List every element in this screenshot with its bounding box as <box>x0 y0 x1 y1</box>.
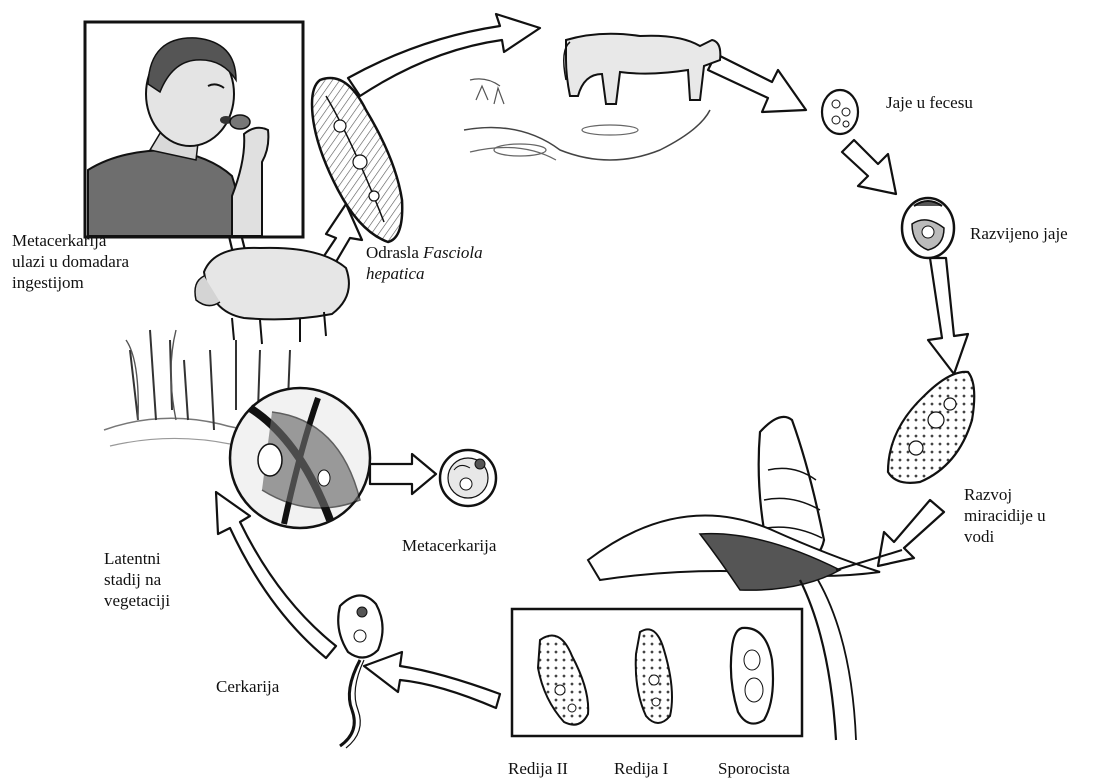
egg-in-feces-illustration <box>822 90 858 134</box>
vegetation-zoom-illustration <box>230 388 370 528</box>
label-adult-species: hepatica <box>366 264 425 283</box>
label-ingestion: Metacerkarija ulazi u domadara ingestijo… <box>12 230 129 293</box>
label-miracidium: Razvoj miracidije u vodi <box>964 484 1046 547</box>
arrow-miracidium-to-snail-icon <box>878 500 944 566</box>
label-miracidium-line-3: vodi <box>964 526 1046 547</box>
human-host-illustration <box>85 22 303 237</box>
label-egg-in-feces: Jaje u fecesu <box>886 92 973 113</box>
cattle-host-illustration <box>464 34 720 160</box>
label-latent-line-2: stadij na <box>104 569 170 590</box>
label-ingestion-line-2: ulazi u domadara <box>12 251 129 272</box>
label-latent-line-1: Latentni <box>104 548 170 569</box>
label-ingestion-line-1: Metacerkarija <box>12 230 129 251</box>
arrow-developed-to-miracidium-icon <box>928 258 968 374</box>
label-cercaria: Cerkarija <box>216 676 279 697</box>
label-developed-egg: Razvijeno jaje <box>970 223 1068 244</box>
label-redia-ii: Redija II <box>508 758 568 779</box>
metacercaria-illustration <box>440 450 496 506</box>
arrow-rediae-to-cercaria-icon <box>364 652 500 708</box>
arrow-cattle-to-egg-icon <box>708 54 806 112</box>
label-sporocyst: Sporocista <box>718 758 790 779</box>
miracidium-illustration <box>888 372 974 483</box>
label-latent-line-3: vegetaciji <box>104 590 170 611</box>
label-miracidium-line-2: miracidije u <box>964 505 1046 526</box>
label-ingestion-line-3: ingestijom <box>12 272 129 293</box>
label-latent-stage: Latentni stadij na vegetaciji <box>104 548 170 611</box>
adult-fluke-illustration <box>312 78 402 242</box>
label-miracidium-line-1: Razvoj <box>964 484 1046 505</box>
label-metacercaria: Metacerkarija <box>402 535 496 556</box>
arrow-cyst-to-metacercaria-icon <box>370 454 436 494</box>
developed-egg-illustration <box>902 198 954 258</box>
label-adult-prefix: Odrasla <box>366 243 419 262</box>
arrow-egg-to-developed-icon <box>842 140 896 194</box>
label-adult-genus: Fasciola <box>423 243 483 262</box>
label-adult-fluke: Odrasla Fasciola hepatica <box>366 242 483 284</box>
rediae-box <box>512 609 802 736</box>
label-redia-i: Redija I <box>614 758 668 779</box>
sporocyst-illustration <box>731 628 773 724</box>
arrow-adult-to-cattle-icon <box>348 14 540 96</box>
